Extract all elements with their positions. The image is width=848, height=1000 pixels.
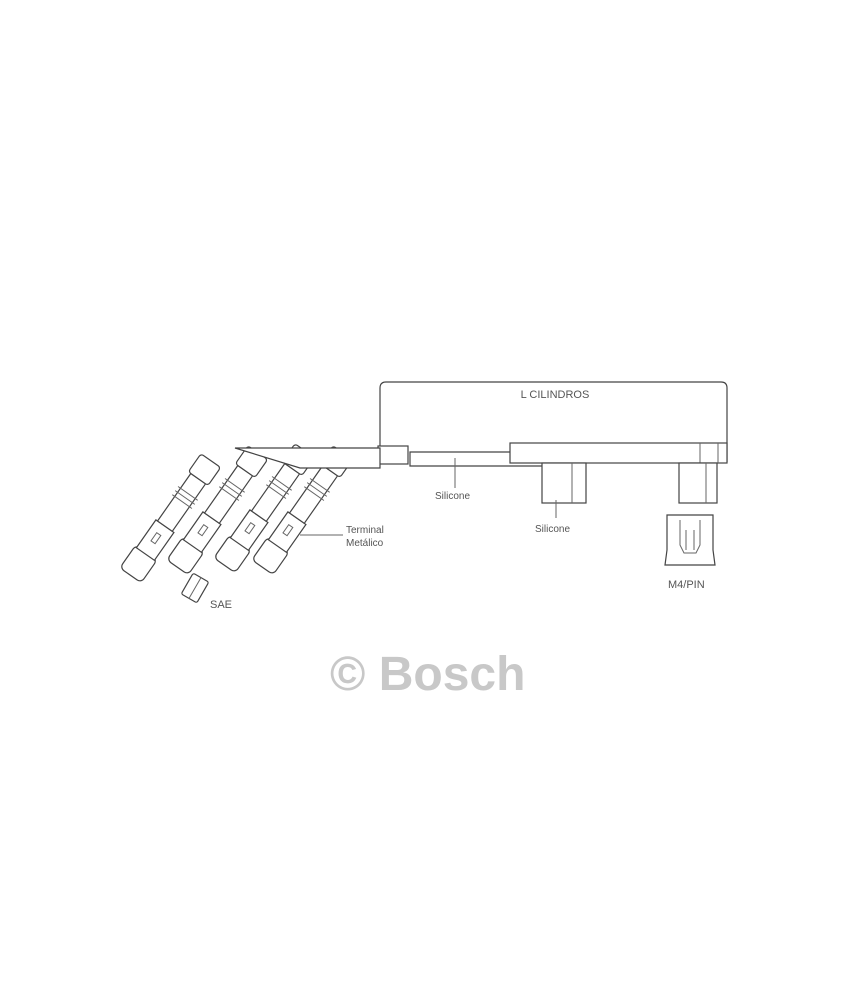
coil-boot-right [678,462,718,504]
label-silicone-cable: Silicone [435,491,470,502]
label-terminal: Terminal [346,525,384,536]
label-silicone-boot: Silicone [535,524,570,535]
label-sae: SAE [210,599,232,611]
coil-boot-silicone [541,462,587,504]
cable-set-outline [379,381,728,462]
spark-plug-boots [121,444,381,582]
sae-adapter [181,573,209,603]
m4-pin-terminal [664,514,716,566]
diagram-title: L CILINDROS [521,389,590,401]
bosch-watermark: © Bosch [330,648,525,701]
spark-plug-boot-1 [121,454,221,582]
label-m4-pin: M4/PIN [668,579,705,591]
label-metalico: Metálico [346,538,384,549]
